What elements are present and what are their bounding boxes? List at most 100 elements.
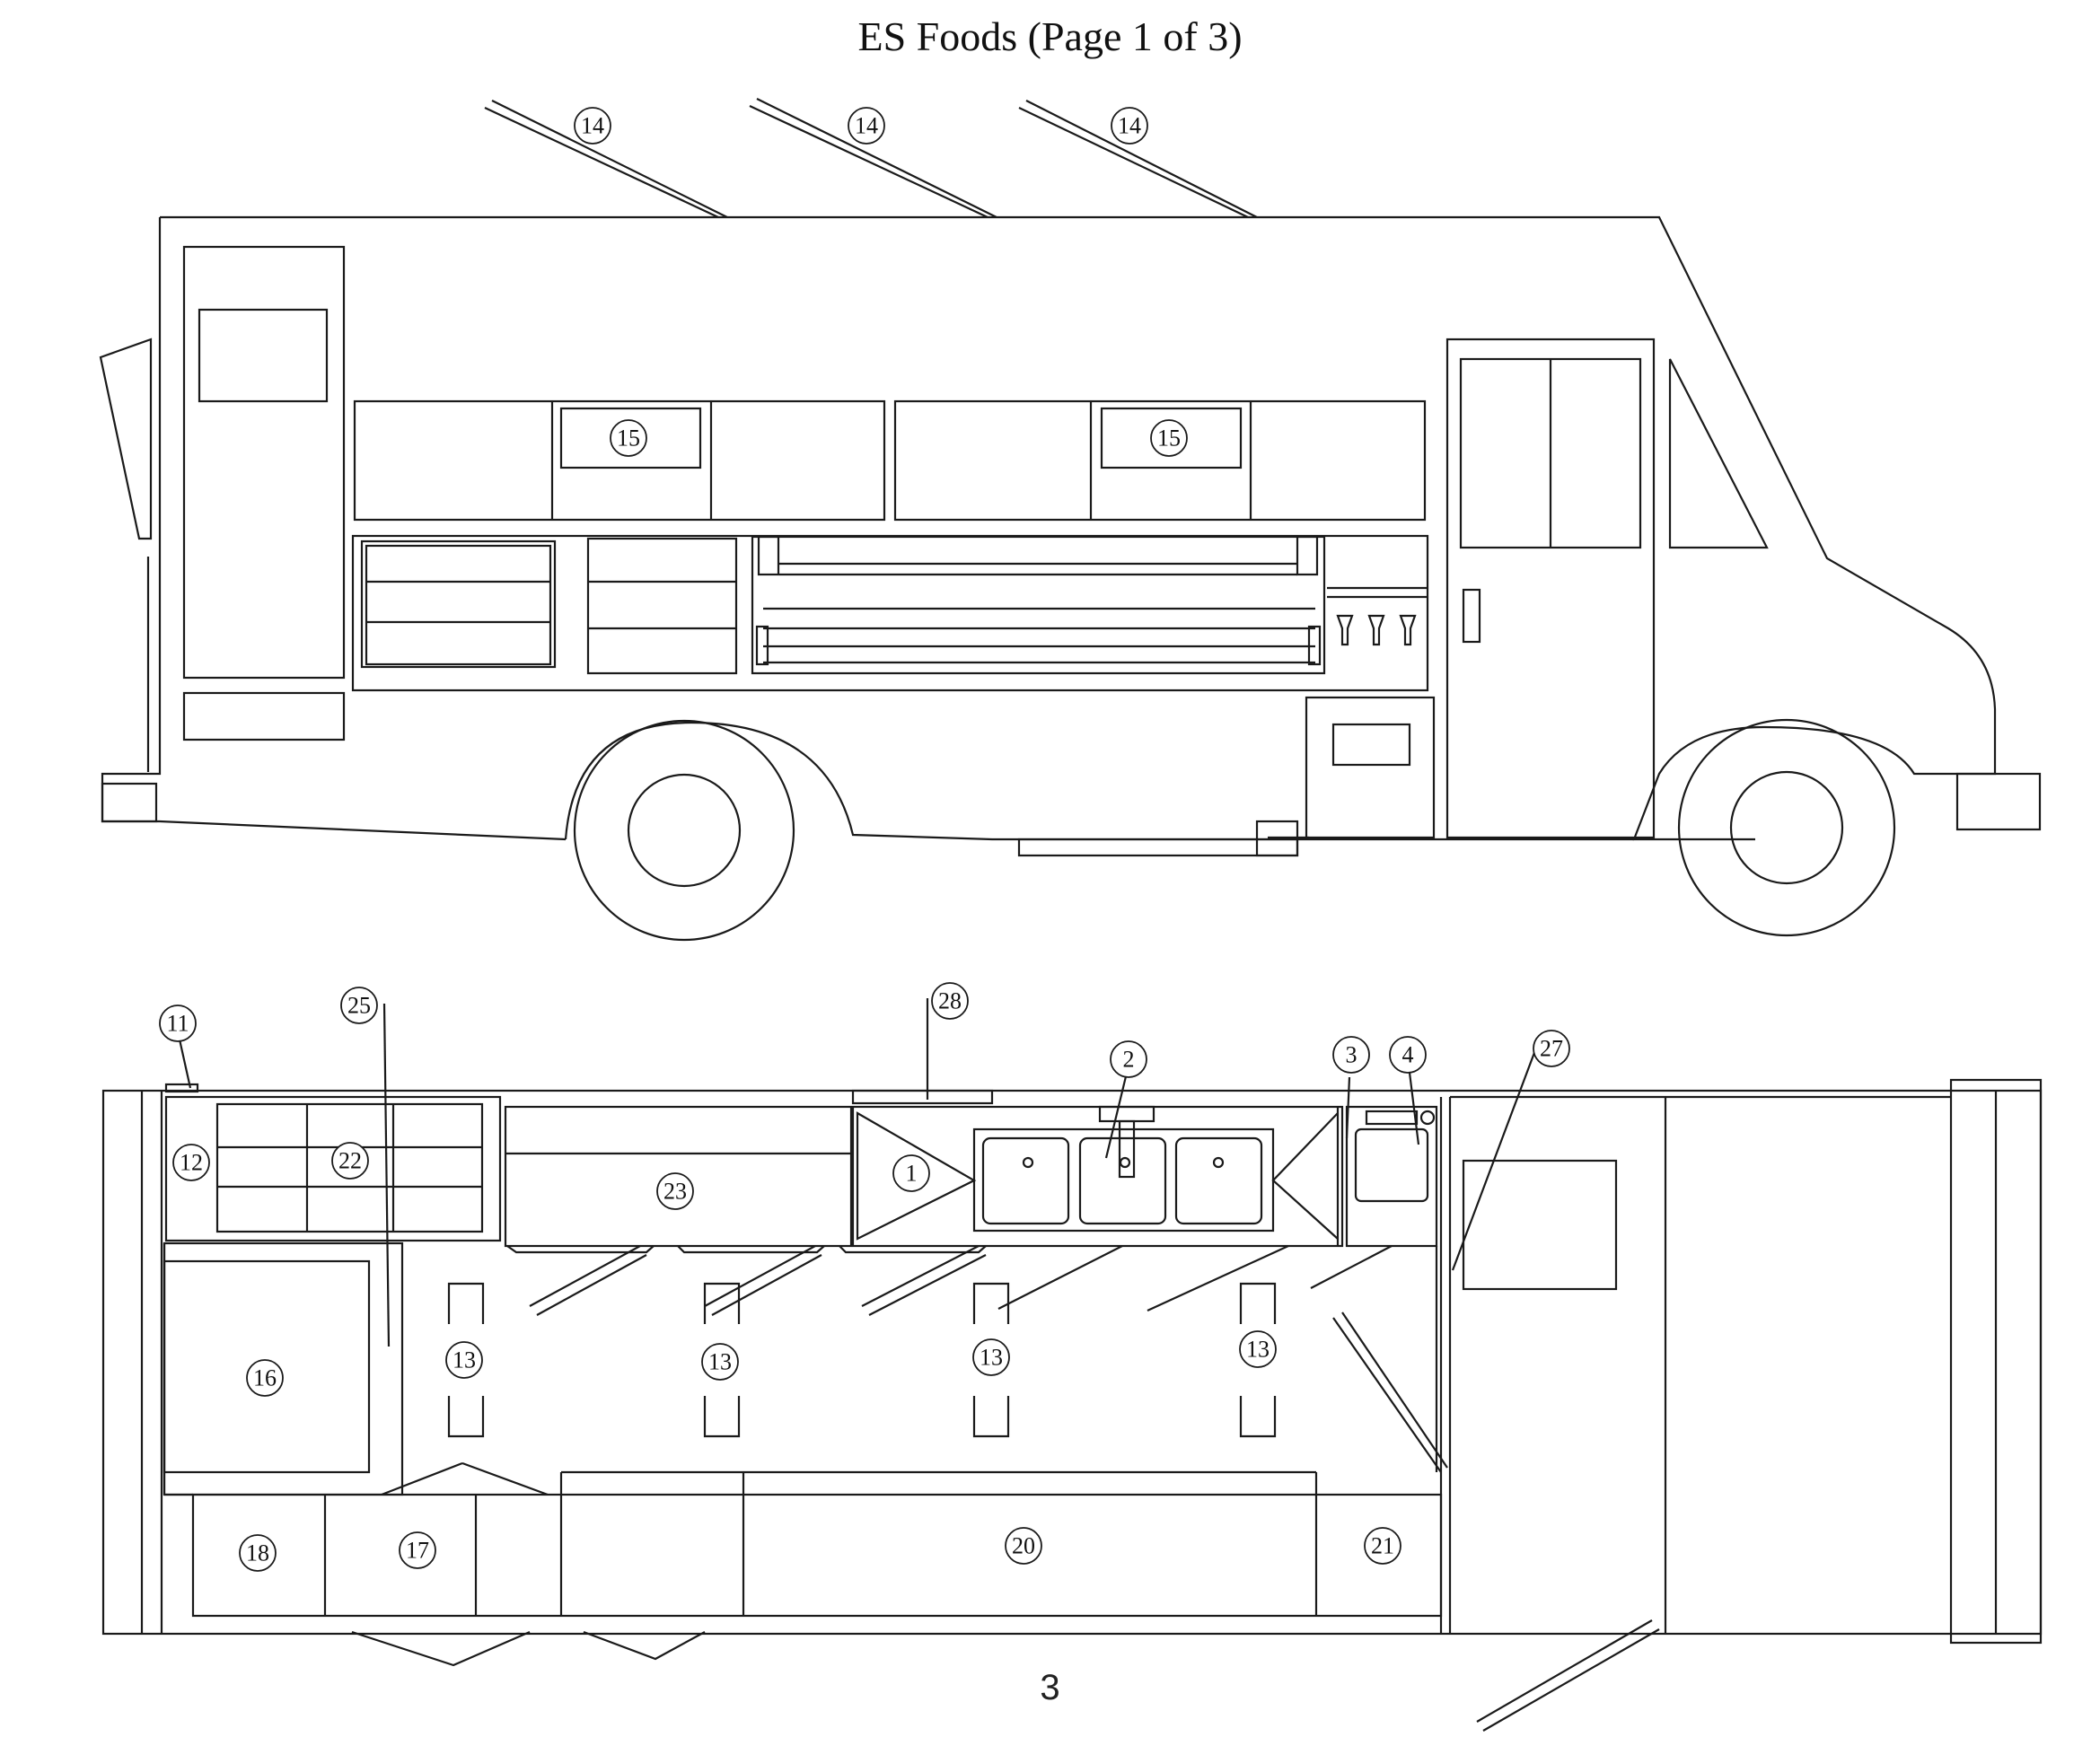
callout-16: 16	[246, 1359, 284, 1397]
side-step	[1017, 838, 1299, 857]
rear-step-plan	[164, 1083, 199, 1093]
service-box	[1305, 696, 1436, 839]
callout-12: 12	[172, 1144, 210, 1181]
svg-text:27: 27	[1540, 1036, 1563, 1062]
callout-4: 4	[1389, 1036, 1427, 1074]
callout-17: 17	[399, 1531, 436, 1569]
callout-27: 27	[1533, 1030, 1570, 1067]
callout-18: 18	[239, 1534, 277, 1572]
svg-text:13: 13	[1246, 1337, 1270, 1363]
cab-windshield	[1668, 358, 1769, 549]
callout-15-a: 15	[610, 419, 647, 457]
svg-text:11: 11	[166, 1011, 189, 1037]
callout-28: 28	[931, 982, 969, 1020]
svg-text:21: 21	[1371, 1533, 1394, 1559]
drainboard-right	[1271, 1112, 1339, 1240]
svg-text:25: 25	[347, 993, 371, 1019]
callout-25: 25	[340, 987, 378, 1024]
callout-21: 21	[1364, 1527, 1401, 1565]
callout-14-b: 14	[848, 107, 885, 145]
svg-text:20: 20	[1012, 1533, 1035, 1559]
callout-2: 2	[1110, 1040, 1147, 1078]
rear-step	[99, 338, 153, 540]
svg-text:3: 3	[1346, 1042, 1358, 1068]
svg-text:4: 4	[1402, 1042, 1414, 1068]
cab-door	[1445, 338, 1656, 839]
svg-text:14: 14	[581, 113, 604, 139]
cook-line-slots-13	[447, 1282, 1277, 1438]
callout-20: 20	[1005, 1527, 1042, 1565]
front-wheel	[1677, 718, 1896, 937]
generator-compartment	[751, 535, 1326, 675]
front-bumper-plan	[1949, 1078, 2043, 1645]
svg-text:13: 13	[980, 1345, 1003, 1371]
rear-counter-row	[191, 1493, 1443, 1618]
vent-panel-15-right	[1100, 407, 1243, 469]
leader-25	[382, 1003, 391, 1347]
svg-text:16: 16	[253, 1365, 277, 1391]
rear-bumper	[101, 782, 158, 823]
side-door-swings	[351, 1630, 706, 1667]
callout-13-b: 13	[701, 1343, 739, 1381]
front-bumper	[1955, 772, 2042, 831]
service-box-panel	[1331, 723, 1411, 767]
svg-text:23: 23	[663, 1179, 687, 1205]
leader-2	[1104, 1072, 1129, 1159]
cab-door-handle	[1462, 588, 1481, 644]
svg-text:14: 14	[1118, 113, 1141, 139]
exterior-vent-28	[851, 1089, 994, 1105]
serving-window-openings	[529, 1245, 1448, 1473]
vent-panel-15-left	[559, 407, 702, 469]
callout-14-c: 14	[1111, 107, 1148, 145]
callout-13-a: 13	[445, 1341, 483, 1379]
callout-13-d: 13	[1239, 1330, 1277, 1368]
callout-11: 11	[159, 1004, 197, 1042]
freezer-16	[163, 1241, 404, 1496]
rear-lower-panel	[182, 691, 346, 741]
callout-3: 3	[1332, 1036, 1370, 1074]
leader-4	[1408, 1072, 1420, 1145]
svg-text:12: 12	[180, 1150, 203, 1176]
rear-door-window	[198, 308, 329, 403]
hand-sink-4	[1345, 1105, 1438, 1248]
serving-window-right	[893, 399, 1427, 522]
callout-14-a: 14	[574, 107, 611, 145]
callout-badges: 14 14 14 15 15 11 25 28 2 3 4 27 12 22 2…	[159, 107, 1570, 1572]
leader-3	[1345, 1076, 1351, 1139]
page-number: 3	[1040, 1668, 1060, 1707]
rear-wheel	[573, 719, 795, 942]
callout-15-b: 15	[1150, 419, 1188, 457]
callout-22: 22	[331, 1142, 369, 1180]
cab-door-swing	[1476, 1619, 1653, 1723]
callout-13-c: 13	[972, 1338, 1010, 1376]
cab-console	[1462, 1159, 1618, 1291]
callout-23: 23	[656, 1172, 694, 1210]
diagram-title: ES Foods (Page 1 of 3)	[857, 13, 1243, 59]
svg-text:2: 2	[1123, 1047, 1135, 1073]
roof-vents	[484, 98, 1258, 218]
callout-1: 1	[892, 1154, 930, 1192]
svg-text:1: 1	[906, 1161, 918, 1187]
shelf-unit	[586, 537, 738, 675]
svg-text:14: 14	[855, 113, 878, 139]
drainboard-1	[856, 1111, 977, 1241]
svg-text:17: 17	[406, 1538, 429, 1564]
truck-body-outline	[101, 215, 1997, 841]
serving-window-left	[353, 399, 886, 522]
svg-text:13: 13	[708, 1349, 732, 1375]
rear-wheel-arch	[564, 721, 1261, 841]
three-compartment-sink	[972, 1127, 1275, 1233]
svg-text:15: 15	[1157, 425, 1181, 452]
leader-11	[178, 1039, 192, 1089]
sink-faucet	[1098, 1105, 1155, 1123]
svg-text:22: 22	[338, 1148, 362, 1174]
shelving-unit-22	[164, 1095, 502, 1242]
sink-counter	[851, 1105, 1344, 1248]
svg-text:28: 28	[938, 988, 962, 1014]
propane-valves	[1336, 614, 1417, 646]
svg-text:13: 13	[453, 1347, 476, 1373]
svg-text:15: 15	[617, 425, 640, 452]
floor-plan-view	[101, 998, 2043, 1732]
drawer-unit	[360, 540, 557, 669]
